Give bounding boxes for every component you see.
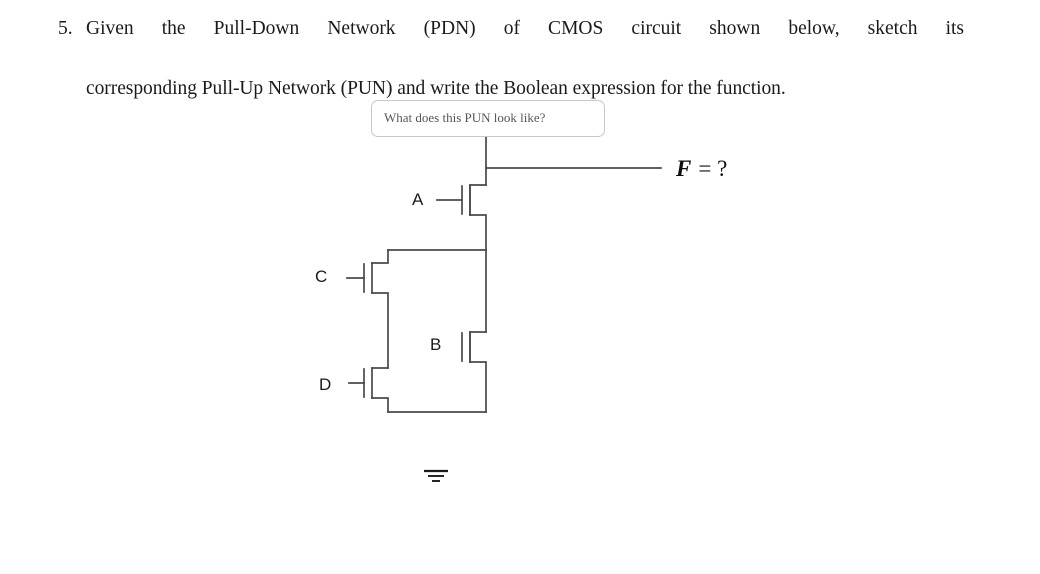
ground-icon [424, 469, 448, 482]
question-block: 5. Given the Pull-Down Network (PDN) of … [58, 14, 964, 104]
transistor-c-source-lead [371, 292, 389, 369]
transistor-d-source-lead [371, 397, 389, 413]
transistor-b-drain-lead [469, 331, 487, 363]
pun-callout-text: What does this PUN look like? [384, 110, 546, 125]
question-text: Given the Pull-Down Network (PDN) of CMO… [86, 14, 964, 104]
output-equals-unknown: = ? [698, 156, 728, 181]
question-line-1: Given the Pull-Down Network (PDN) of CMO… [86, 18, 964, 39]
transistor-a-source-lead [469, 214, 487, 251]
transistor-c-drain-lead [371, 249, 389, 264]
question-number: 5. [58, 18, 73, 39]
question-line-2: corresponding Pull-Up Network (PUN) and … [86, 78, 786, 99]
output-variable-f: F [676, 156, 692, 181]
gate-label-c: C [315, 267, 328, 286]
output-expression: F= ? [676, 155, 727, 183]
question-row: 5. Given the Pull-Down Network (PDN) of … [58, 14, 964, 104]
gate-label-d: D [319, 375, 332, 394]
gate-label-b: B [430, 335, 442, 354]
gate-label-a: A [412, 190, 424, 209]
pun-question-callout-box[interactable]: What does this PUN look like? [371, 100, 605, 137]
transistor-b-source-lead [469, 361, 487, 413]
transistor-a-drain-lead [469, 184, 487, 216]
